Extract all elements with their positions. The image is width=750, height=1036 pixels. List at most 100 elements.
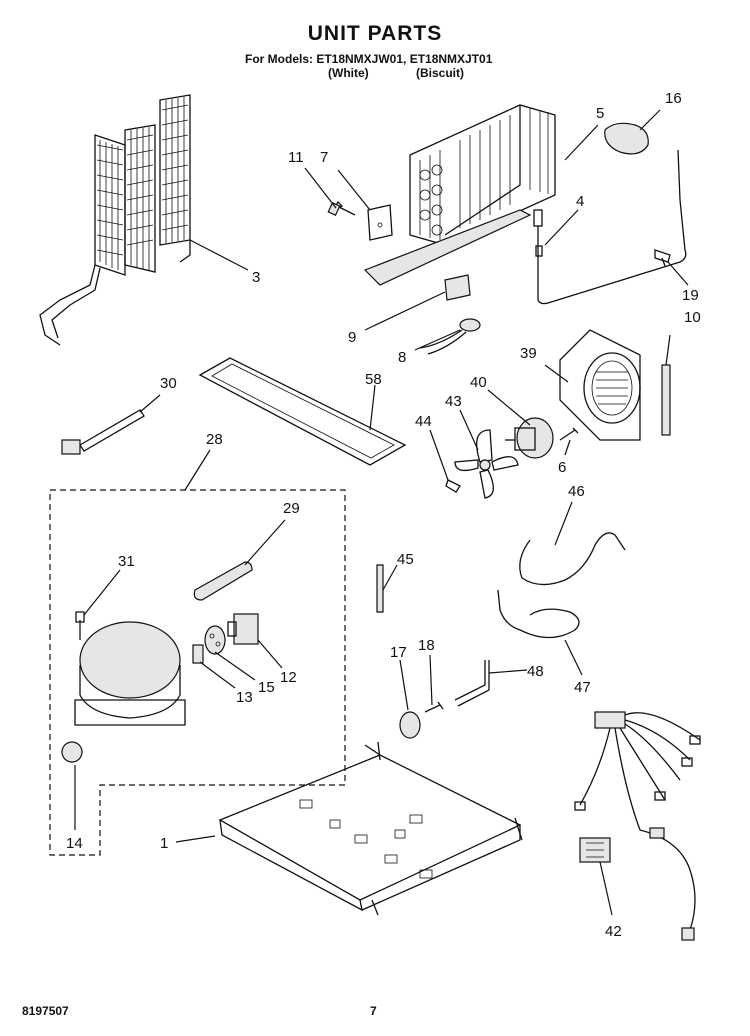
callout-29: 29 <box>283 500 300 517</box>
callout-16: 16 <box>665 90 682 107</box>
callout-10: 10 <box>684 309 701 326</box>
leader-18 <box>429 654 433 706</box>
callout-40: 40 <box>470 374 487 391</box>
motor-screw-illustration <box>559 427 579 441</box>
callout-9: 9 <box>348 329 356 346</box>
leader-8 <box>414 329 461 351</box>
callout-47: 47 <box>574 679 591 696</box>
callout-12: 12 <box>280 669 297 686</box>
leader-46 <box>554 501 573 546</box>
thermistor-illustration <box>419 318 481 355</box>
bracket-illustration <box>444 274 471 301</box>
callout-46: 46 <box>568 483 585 500</box>
base-pan-illustration <box>218 741 523 916</box>
callout-28: 28 <box>206 431 223 448</box>
leader-39 <box>544 364 569 383</box>
leader-3 <box>189 239 249 271</box>
page-number: 7 <box>370 1004 377 1018</box>
variant-biscuit: (Biscuit) <box>416 66 464 80</box>
leader-19 <box>667 261 689 286</box>
callout-43: 43 <box>445 393 462 410</box>
callout-42: 42 <box>605 923 622 940</box>
tube-illustration <box>519 532 626 586</box>
insulation-strip-illustration <box>661 364 671 436</box>
callout-15: 15 <box>258 679 275 696</box>
callout-3: 3 <box>252 269 260 286</box>
leader-5 <box>564 124 599 161</box>
callout-6: 6 <box>558 459 566 476</box>
leader-47 <box>564 639 583 676</box>
leader-31 <box>83 569 121 616</box>
compressor-illustration <box>61 611 186 763</box>
leader-11 <box>304 167 337 209</box>
overload-relay-illustration <box>227 613 259 645</box>
leader-16 <box>639 109 661 131</box>
tube-elbow-illustration <box>454 660 490 707</box>
defrost-sensor-illustration <box>533 149 687 305</box>
leader-58 <box>369 384 376 431</box>
bolt-illustration <box>424 701 444 713</box>
screw-illustration <box>327 200 356 217</box>
leader-10 <box>665 334 671 366</box>
leader-15 <box>214 651 256 681</box>
drain-pan-illustration <box>198 357 407 466</box>
leader-44 <box>429 429 449 481</box>
leader-28 <box>184 449 211 491</box>
leader-43 <box>459 409 479 451</box>
leader-4 <box>544 209 579 246</box>
callout-30: 30 <box>160 375 177 392</box>
callout-14: 14 <box>66 835 83 852</box>
callout-48: 48 <box>527 663 544 680</box>
heater-illustration <box>61 409 145 455</box>
leader-9 <box>364 291 446 331</box>
callout-11: 11 <box>288 149 304 166</box>
terminal-clip-illustration <box>192 644 204 664</box>
stud-illustration <box>376 564 384 613</box>
leader-1 <box>175 835 216 843</box>
callout-58: 58 <box>365 371 382 388</box>
callout-7: 7 <box>320 149 328 166</box>
leader-30 <box>139 394 161 413</box>
start-capacitor-illustration <box>193 561 253 601</box>
grommet-illustration <box>399 711 421 739</box>
doc-number: 8197507 <box>22 1004 69 1018</box>
leader-40 <box>487 389 531 426</box>
callout-17: 17 <box>390 644 407 661</box>
fan-motor-illustration <box>505 417 554 459</box>
wiring-harness-illustration <box>574 711 701 941</box>
variant-white: (White) <box>328 66 369 80</box>
relay-cover-illustration <box>204 625 226 655</box>
callout-39: 39 <box>520 345 537 362</box>
callout-45: 45 <box>397 551 414 568</box>
callout-4: 4 <box>576 193 584 210</box>
callout-31: 31 <box>118 553 135 570</box>
leader-7 <box>337 169 371 211</box>
leader-48 <box>488 669 528 674</box>
evaporator-assembly-illustration <box>363 104 556 286</box>
fan-blade-illustration <box>445 429 519 499</box>
leader-13 <box>199 661 236 689</box>
leader-29 <box>244 519 286 566</box>
leader-42 <box>599 861 613 916</box>
fan-shroud-illustration <box>559 329 641 441</box>
page-title: UNIT PARTS <box>307 22 443 45</box>
callout-13: 13 <box>236 689 253 706</box>
tube-loop-illustration <box>497 589 580 639</box>
leader-6 <box>564 439 571 456</box>
models-line: For Models: ET18NMXJW01, ET18NMXJT01 <box>245 52 493 66</box>
callout-8: 8 <box>398 349 406 366</box>
condenser-coil-illustration <box>39 94 191 346</box>
clip-illustration <box>654 249 671 267</box>
callout-1: 1 <box>160 835 168 852</box>
compressor-kit-boundary <box>49 489 346 856</box>
callout-18: 18 <box>418 637 435 654</box>
callout-5: 5 <box>596 105 604 122</box>
leader-12 <box>257 639 283 669</box>
leader-45 <box>382 564 398 591</box>
drain-cap-illustration <box>604 122 649 155</box>
leader-17 <box>399 659 409 711</box>
callout-19: 19 <box>682 287 699 304</box>
callout-44: 44 <box>415 413 432 430</box>
